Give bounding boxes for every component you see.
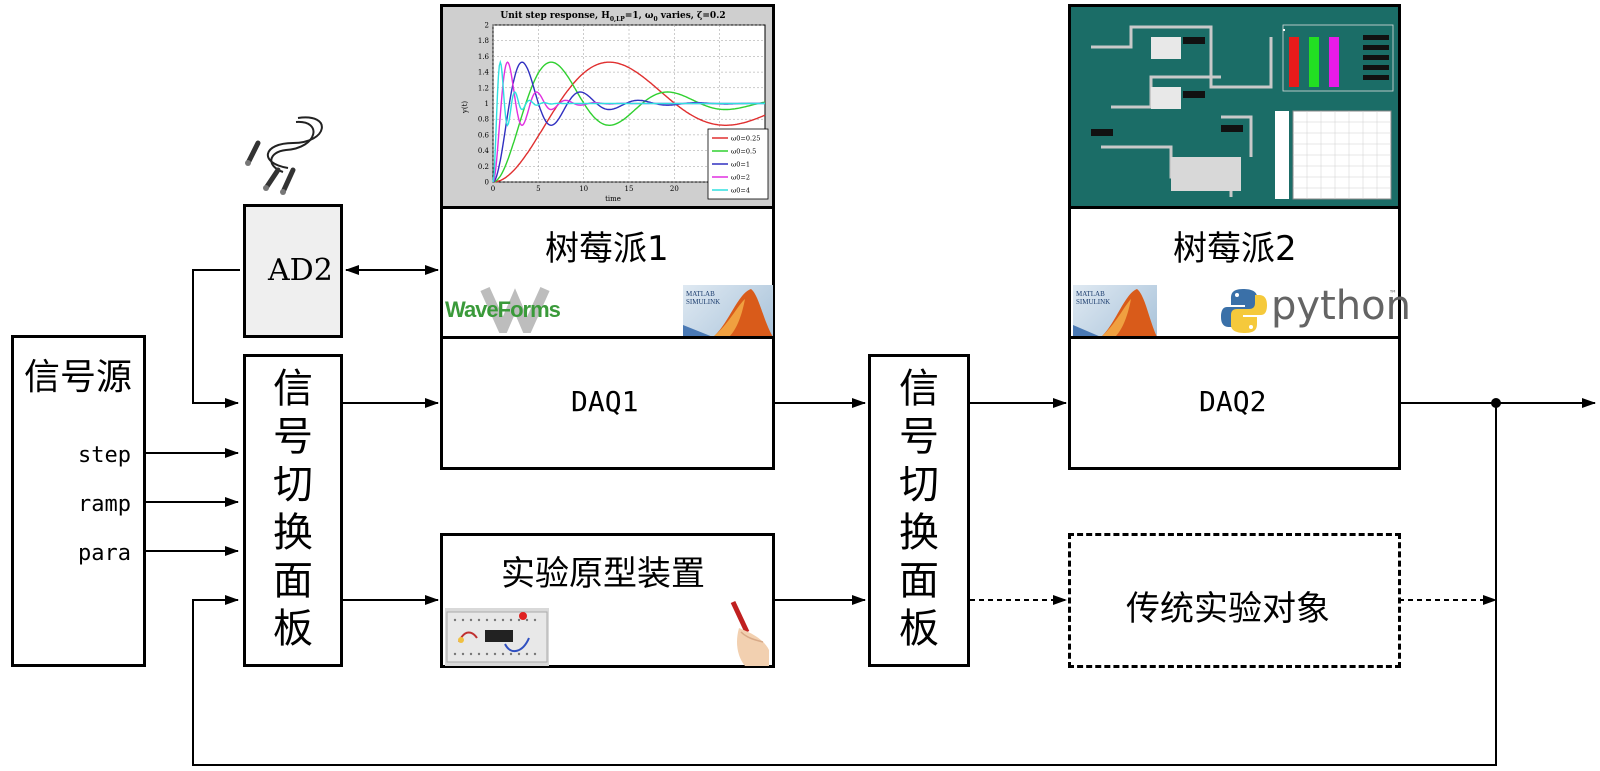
oscilloscope-probe-image: [238, 108, 338, 198]
pi2-block: 树莓派2 MATLAB SIMULINK python ™: [1068, 206, 1411, 339]
water-tank-hmi-screenshot: [1071, 7, 1398, 206]
series-line: [492, 59, 765, 183]
switch-panel-1-char: 面: [273, 558, 313, 604]
switch-panel-1-label: 信 号 切 换 面 板: [263, 365, 323, 653]
pi2-label: 树莓派2: [1173, 229, 1297, 269]
series-line: [493, 61, 766, 183]
y-tick-label: 0.6: [478, 131, 490, 139]
traditional-object-label: 传统实验对象: [1126, 589, 1330, 629]
switch-panel-1-char: 板: [273, 606, 313, 652]
chart-xlabel: time: [605, 195, 621, 203]
chart-ylabel: y(t): [461, 101, 469, 114]
legend-entry: ω0=4: [731, 187, 750, 195]
legend-entry: ω0=1: [731, 161, 750, 169]
switch-panel-1: 信 号 切 换 面 板: [243, 354, 343, 667]
switch-panel-1-char: 信: [273, 366, 313, 412]
prototype-label: 实验原型装置: [501, 554, 705, 594]
switch-panel-2-label: 信 号 切 换 面 板: [889, 365, 949, 653]
switch-panel-2: 信 号 切 换 面 板: [868, 354, 970, 667]
daq2-label: DAQ2: [1199, 385, 1267, 418]
python-logo-text: python: [1271, 283, 1411, 329]
waveforms-logo-text: WaveForms: [445, 297, 561, 322]
x-tick-label: 15: [625, 185, 634, 193]
daq2-block: DAQ2: [1068, 336, 1401, 470]
switch-panel-2-char: 号: [899, 414, 939, 460]
legend-entry: ω0=0.25: [731, 135, 760, 143]
switch-panel-2-char: 板: [899, 606, 939, 652]
ad2-block: AD2: [243, 204, 343, 338]
y-tick-label: 2: [485, 22, 489, 30]
y-tick-label: 0.4: [478, 147, 490, 155]
pi1-block: 树莓派1 WaveForms MATLAB SIMULINK: [440, 206, 775, 342]
x-tick-label: 5: [536, 185, 540, 193]
series-line: [492, 61, 766, 183]
ad2-label: AD2: [268, 253, 333, 288]
switch-panel-2-char: 切: [899, 462, 939, 508]
prototype-block: 实验原型装置: [440, 533, 775, 668]
pi2-screen-frame: [1068, 4, 1401, 209]
y-tick-label: 1.2: [478, 84, 489, 92]
switch-panel-2-char: 信: [899, 366, 939, 412]
y-tick-label: 1: [485, 100, 489, 108]
signal-source-title: 信号源: [24, 357, 133, 398]
switch-panel-2-char: 面: [899, 558, 939, 604]
input-step-label: step: [78, 443, 131, 468]
y-tick-label: 1.8: [478, 37, 489, 45]
traditional-object-block: 传统实验对象: [1068, 533, 1401, 668]
breadboard-image: [445, 608, 549, 666]
python-snake-icon: [1221, 289, 1267, 333]
switch-panel-1-char: 切: [273, 462, 313, 508]
chart-legend: ω0=0.25 ω0=0.5 ω0=1 ω0=2 ω0=4: [707, 128, 769, 200]
python-logo: python ™: [1221, 283, 1411, 337]
junction-dot: [1491, 398, 1501, 408]
step-response-chart: Unit step response, H0,LP=1, ω0 varies, …: [461, 11, 769, 203]
waveforms-logo: WaveForms: [445, 285, 585, 342]
switch-panel-2-char: 换: [899, 510, 939, 556]
switch-panel-1-char: 换: [273, 510, 313, 556]
y-tick-label: 1.4: [478, 69, 490, 77]
y-tick-label: 0.2: [478, 163, 489, 171]
daq1-block: DAQ1: [440, 336, 775, 470]
signal-source-block: 信号源 step ramp para: [11, 335, 146, 667]
matlab-logo-1-text: MATLAB SIMULINK: [686, 290, 721, 306]
legend-entry: ω0=0.5: [731, 148, 756, 156]
pi1-screen-frame: Unit step response, H0,LP=1, ω0 varies, …: [440, 4, 775, 209]
x-tick-label: 0: [491, 185, 495, 193]
y-tick-label: 0: [485, 179, 489, 187]
x-tick-label: 10: [579, 185, 588, 193]
matlab-logo-1: MATLAB SIMULINK: [683, 285, 773, 337]
input-ramp-label: ramp: [78, 492, 131, 517]
matlab-logo-2: MATLAB SIMULINK: [1073, 285, 1157, 337]
daq1-label: DAQ1: [571, 385, 639, 418]
matlab-logo-2-text: MATLAB SIMULINK: [1076, 290, 1111, 306]
pi1-label: 树莓派1: [545, 229, 669, 269]
x-tick-label: 20: [670, 185, 679, 193]
legend-entry: ω0=2: [731, 174, 750, 182]
y-tick-label: 1.6: [478, 53, 490, 61]
input-para-label: para: [78, 541, 131, 566]
chart-title: Unit step response, H0,LP=1, ω0 varies, …: [500, 11, 725, 23]
python-trademark: ™: [1389, 289, 1397, 298]
switch-panel-1-char: 号: [273, 414, 313, 460]
y-tick-label: 0.8: [478, 116, 489, 124]
probe-hand-image: [719, 598, 773, 666]
